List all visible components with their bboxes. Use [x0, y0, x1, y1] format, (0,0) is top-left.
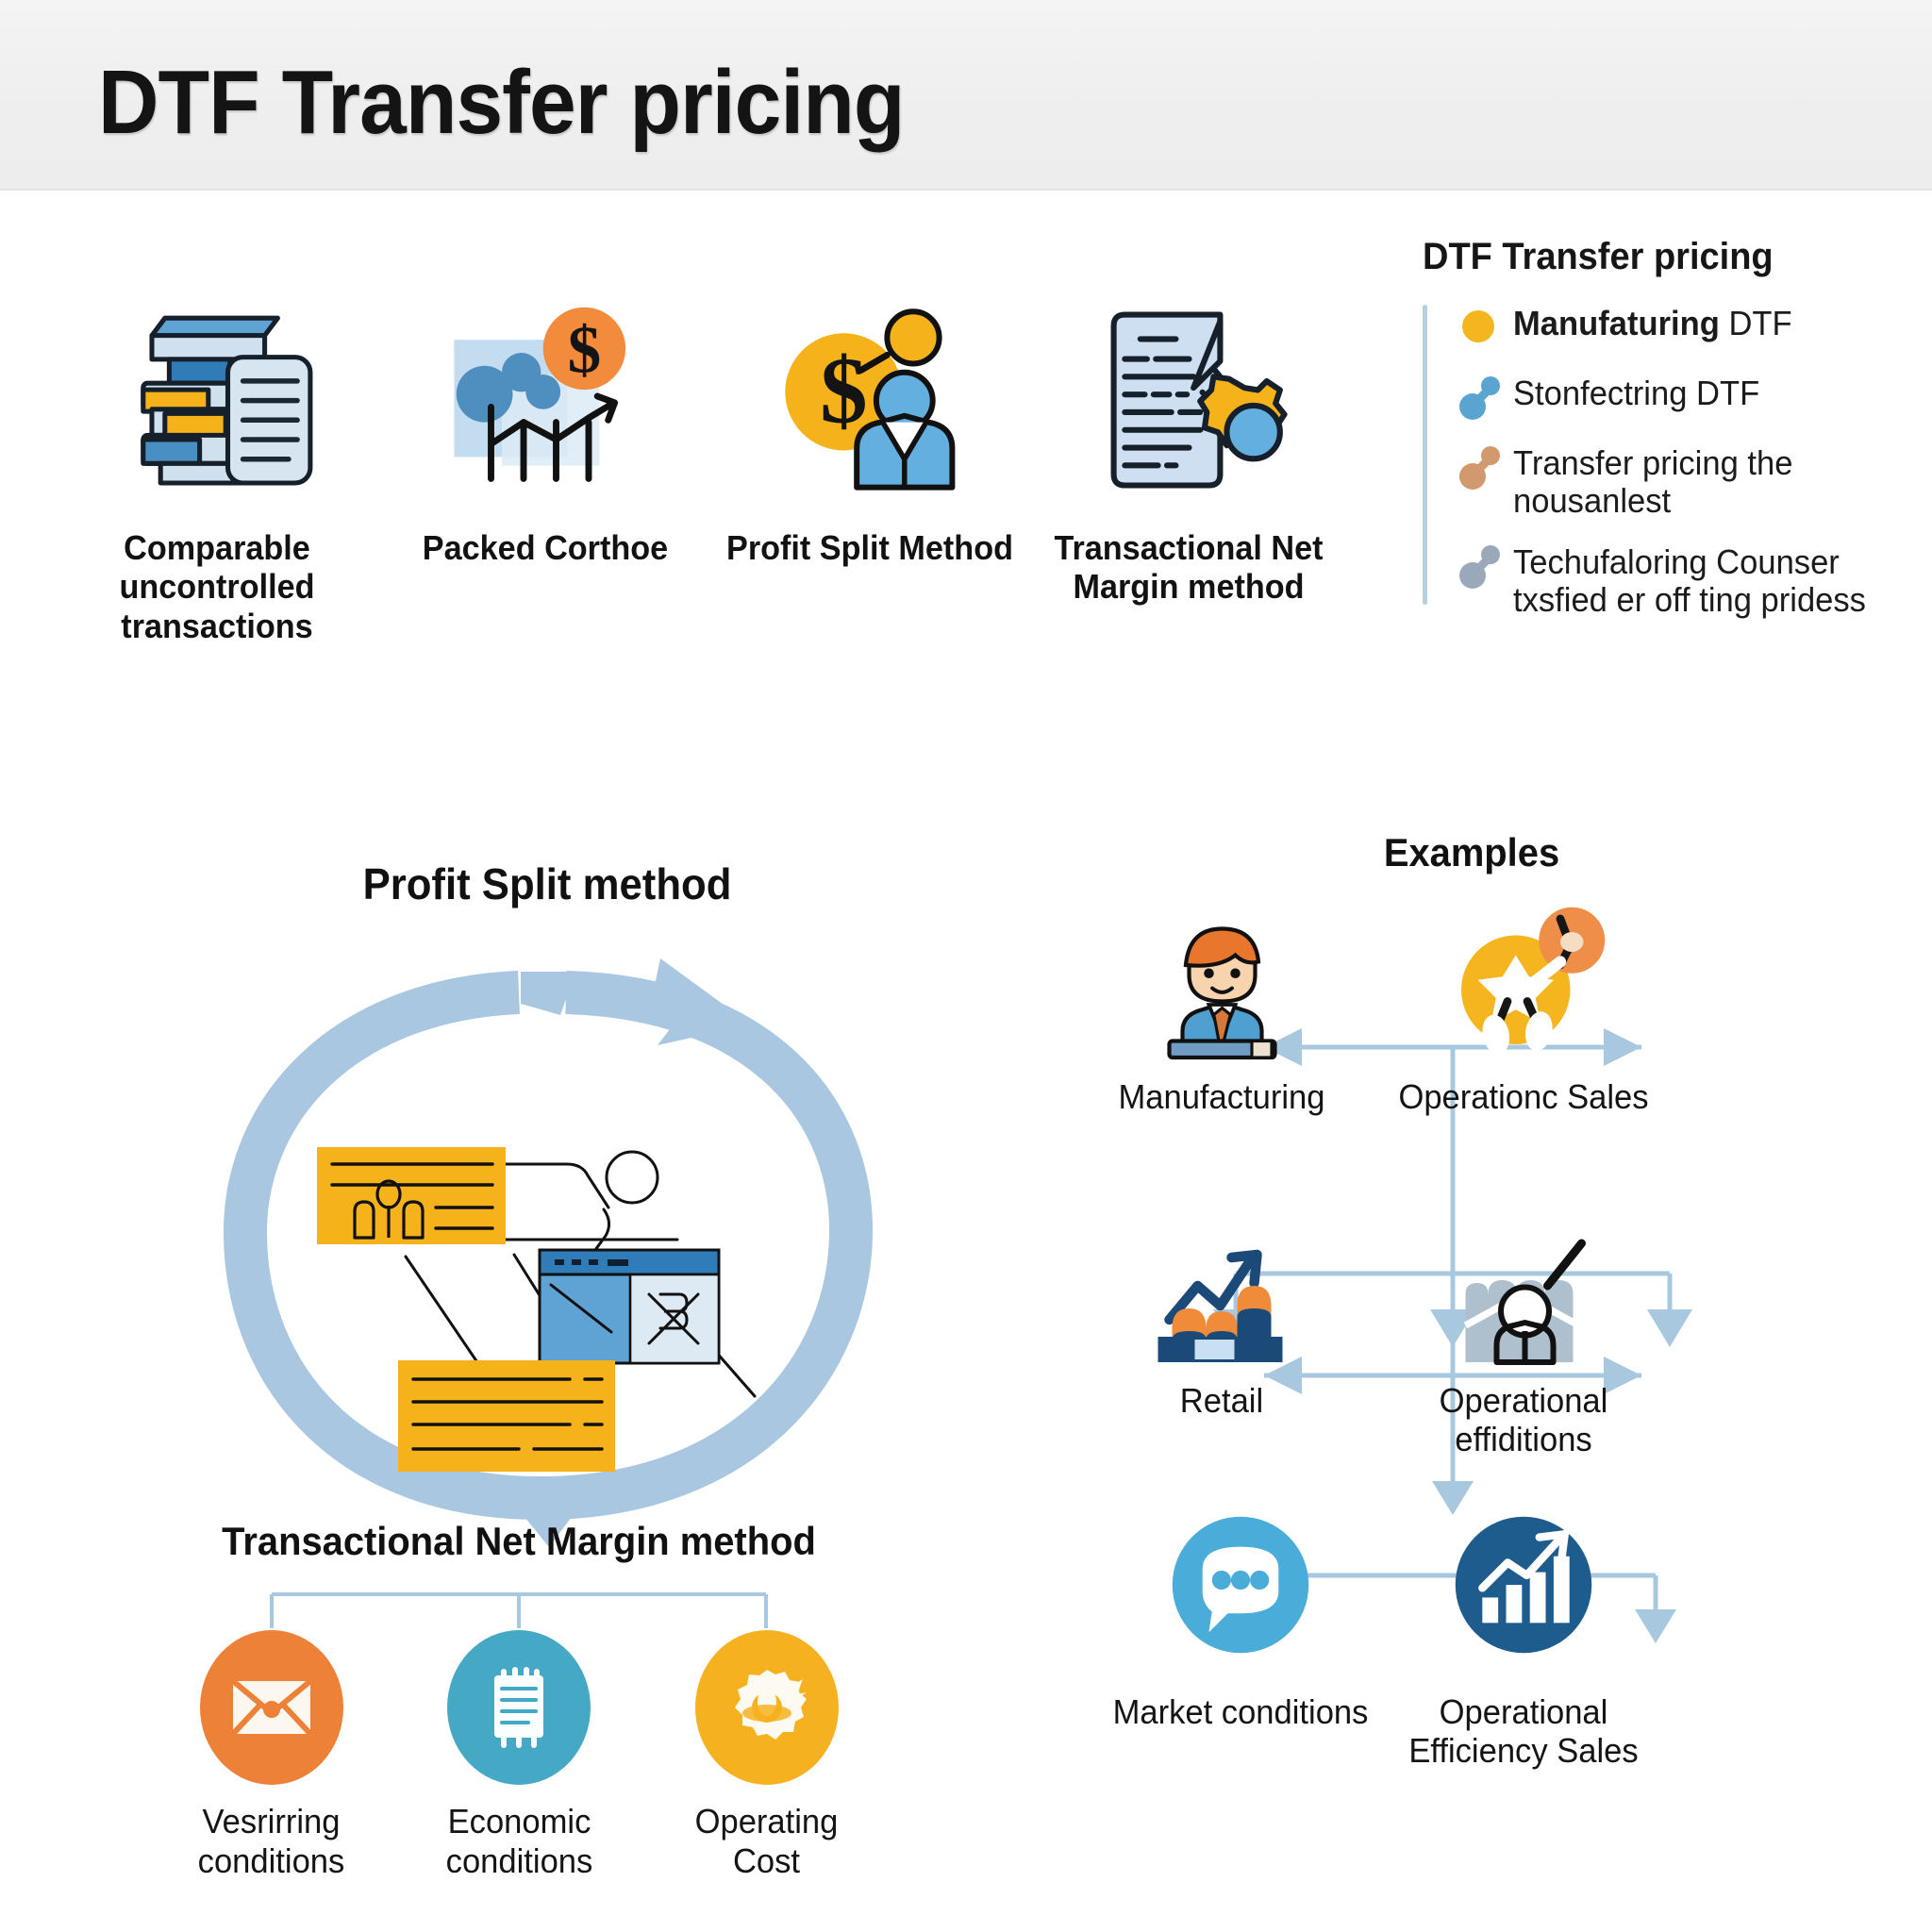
method-label-1: Comparable uncontrolled transactions	[119, 528, 315, 645]
example-label-manufacturing: Manufacturing	[1118, 1077, 1325, 1116]
document-list-icon	[447, 1630, 591, 1785]
legend-connector-icon	[1455, 541, 1513, 591]
method-label-4: Transactional Net Margin method	[1054, 528, 1324, 607]
tnmm-title: Transactional Net Margin method	[222, 1519, 816, 1563]
document-gear-icon	[1028, 283, 1349, 509]
example-node-retail[interactable]: Retail	[1085, 1189, 1358, 1420]
legend-label-3: Techufaloring Counser txsfied er off tin…	[1513, 541, 1866, 619]
envelope-icon	[199, 1630, 343, 1785]
methods-row: Comparable uncontrolled transactions	[57, 283, 1406, 645]
examples-section: Examples	[1113, 830, 1830, 1849]
example-node-operational-effiditions[interactable]: Operational effiditions	[1387, 1189, 1660, 1459]
yellow-card-bottom-icon	[398, 1360, 615, 1472]
tnmm-item-2[interactable]: Operating Cost	[665, 1630, 868, 1882]
yellow-star-burst-icon	[1387, 885, 1660, 1064]
legend-label-1: Stonfectring DTF	[1513, 374, 1760, 412]
bar-growth-icon	[1085, 1189, 1358, 1368]
example-node-operational-efficiency-sales[interactable]: Operational Efficiency Sales	[1387, 1491, 1660, 1771]
cycle-arrow-diagram	[223, 958, 874, 1547]
cycle-title: Profit Split method	[362, 859, 732, 908]
example-node-operationc-sales[interactable]: Operationc Sales	[1387, 885, 1660, 1116]
legend-dot-icon	[1455, 303, 1513, 352]
svg-text:$: $	[568, 313, 602, 388]
legend-item-2[interactable]: Transfer pricing the nousanlest	[1455, 442, 1894, 521]
svg-text:$: $	[820, 338, 868, 443]
method-card-3[interactable]: $ Profit Split Method	[709, 283, 1030, 567]
tnmm-branch-connector	[170, 1581, 868, 1630]
businessperson-avatar-icon	[1085, 885, 1358, 1064]
circular-arrow-icon	[223, 958, 874, 1547]
example-node-market-conditions[interactable]: Market conditions	[1104, 1491, 1377, 1731]
speech-bubble-icon	[1104, 1491, 1377, 1679]
legend-connector-icon	[1455, 442, 1513, 491]
example-node-manufacturing[interactable]: Manufacturing	[1085, 885, 1358, 1116]
legend-panel: DTF Transfer pricing Manufaturing DTF	[1423, 236, 1894, 640]
legend-label-0-bold: Manufaturing	[1513, 304, 1720, 342]
tnmm-label-0: Vesrirring conditions	[197, 1802, 345, 1881]
header-band: DTF Transfer pricing	[0, 0, 1932, 191]
legend-item-1[interactable]: Stonfectring DTF	[1455, 373, 1894, 422]
node-circle-icon	[605, 1150, 659, 1205]
tnmm-label-2: Operating Cost	[694, 1802, 839, 1881]
legend-title: DTF Transfer pricing	[1423, 236, 1774, 277]
bar-chart-arrow-icon	[1387, 1491, 1660, 1679]
method-card-1[interactable]: Comparable uncontrolled transactions	[57, 283, 377, 645]
legend-label-0-rest: DTF	[1719, 304, 1792, 342]
legend-item-0[interactable]: Manufaturing DTF	[1455, 303, 1894, 352]
legend-item-3[interactable]: Techufaloring Counser txsfied er off tin…	[1455, 541, 1894, 620]
example-label-operational-efficiency-sales: Operational Efficiency Sales	[1408, 1692, 1639, 1771]
legend-divider-rule	[1423, 305, 1427, 605]
example-label-market-conditions: Market conditions	[1112, 1692, 1369, 1731]
blue-window-icon	[538, 1248, 721, 1365]
method-label-3: Profit Split Method	[726, 528, 1013, 567]
method-card-2[interactable]: $ Packed Corthoe	[385, 283, 706, 567]
gear-icon	[694, 1630, 839, 1785]
factory-person-icon	[1387, 1189, 1660, 1368]
legend-label-2: Transfer pricing the nousanlest	[1513, 443, 1793, 521]
dollar-businessperson-icon: $	[709, 283, 1030, 509]
stacked-records-icon	[57, 283, 377, 509]
example-label-retail: Retail	[1179, 1381, 1264, 1420]
tnmm-item-0[interactable]: Vesrirring conditions	[170, 1630, 373, 1882]
tnmm-label-1: Economic conditions	[445, 1802, 592, 1881]
profit-split-cycle: Profit Split method	[189, 858, 906, 1547]
tnmm-item-1[interactable]: Economic conditions	[418, 1630, 621, 1882]
example-label-operationc-sales: Operationc Sales	[1398, 1077, 1649, 1116]
tnmm-section: Transactional Net Margin method	[170, 1519, 868, 1882]
legend-body: Manufaturing DTF Stonfectring DTF	[1423, 303, 1894, 619]
yellow-card-top-icon	[317, 1147, 506, 1244]
tnmm-items: Vesrirring conditions	[170, 1630, 868, 1882]
legend-connector-icon	[1455, 373, 1513, 422]
example-label-operational-effiditions: Operational effiditions	[1439, 1381, 1608, 1459]
chart-dollar-icon: $	[385, 283, 706, 509]
page-title: DTF Transfer pricing	[98, 52, 905, 153]
method-label-2: Packed Corthoe	[422, 528, 669, 567]
method-card-4[interactable]: Transactional Net Margin method	[1028, 283, 1349, 607]
examples-title: Examples	[1383, 830, 1560, 874]
